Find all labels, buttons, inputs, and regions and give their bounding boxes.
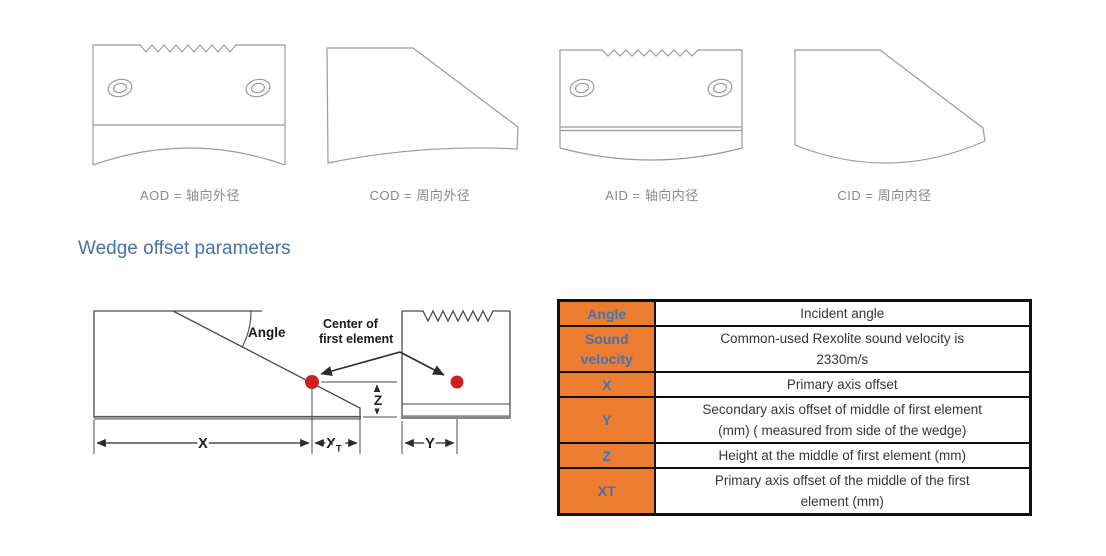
element-center-dot-front (450, 375, 464, 389)
param-name-cell: XT (557, 467, 656, 516)
table-row: X Primary axis offset (557, 371, 1032, 398)
dim-label-y: Y (425, 436, 435, 452)
param-desc-cell: Primary axis offset of the middle of the… (653, 467, 1032, 516)
wedge-cid-drawing (794, 49, 986, 164)
leader-arrow-right (399, 351, 445, 376)
screw-hole-icon (707, 78, 733, 98)
front-view-outline (401, 309, 511, 419)
wedge-aod-outline (92, 44, 286, 165)
wedge-offset-diagram: Angle Center of first element X XT Z Y (93, 309, 511, 458)
center-label-line2: first element (319, 332, 394, 346)
desc-line: Primary axis offset (786, 377, 898, 392)
wedge-aid-outline (559, 49, 743, 148)
wedge-figure-cod: COD = 周向外径 (320, 42, 520, 204)
wedge-aid-bottom-curve (559, 147, 743, 161)
dim-label-x: X (198, 436, 208, 452)
param-desc-cell: Common-used Rexolite sound velocity is 23… (653, 325, 1032, 373)
wedge-aid-midline (560, 126, 742, 132)
wedge-label-aod: AOD = 轴向外径 (140, 188, 240, 203)
param-name-cell: Z (557, 442, 656, 469)
side-view-outline (93, 310, 262, 418)
table-row: Angle Incident angle (557, 299, 1032, 327)
desc-line: Common-used Rexolite sound velocity is (720, 331, 965, 346)
wedge-cod-drawing (326, 47, 519, 164)
wedge-side-view (93, 310, 361, 418)
dim-label-xt: XT (326, 436, 342, 455)
wedge-cid-outline (794, 49, 986, 164)
dim-label-xt-sub: T (336, 444, 342, 455)
dimension-lines (96, 384, 455, 448)
param-name-cell: Y (557, 396, 656, 444)
dim-label-z: Z (374, 393, 382, 408)
wedge-aod-bottom-curve (92, 147, 286, 166)
dim-label-xt-main: X (326, 436, 336, 452)
leader-arrows (320, 351, 445, 377)
desc-line: 2330m/s (816, 352, 869, 367)
center-label-line1: Center of (323, 317, 379, 331)
leader-arrow-left (320, 351, 401, 377)
desc-line: element (mm) (800, 494, 884, 509)
desc-line: Height at the middle of first element (m… (718, 448, 967, 463)
screw-hole-icon (107, 78, 133, 98)
wedge-cod-outline (326, 47, 519, 164)
wedge-front-view (401, 309, 511, 419)
table-row: Sound velocity Common-used Rexolite soun… (557, 325, 1032, 373)
param-name-cell: Sound velocity (557, 325, 656, 373)
param-desc-cell: Height at the middle of first element (m… (653, 442, 1032, 469)
wedge-figure-aod: AOD = 轴向外径 (90, 42, 290, 204)
screw-hole-icon (569, 78, 595, 98)
parameter-table: Angle Incident angle Sound velocity Comm… (557, 299, 1032, 516)
wedge-label-cid: CID = 周向内径 (837, 188, 932, 203)
element-center-dot-side (305, 375, 319, 389)
desc-line: (mm) ( measured from side of the wedge) (718, 423, 967, 438)
table-row: Z Height at the middle of first element … (557, 442, 1032, 469)
wedge-label-cod: COD = 周向外径 (369, 188, 471, 203)
table-row: XT Primary axis offset of the middle of … (557, 467, 1032, 516)
extension-lines (93, 381, 458, 454)
table-row: Y Secondary axis offset of middle of fir… (557, 396, 1032, 444)
screw-hole-icon (245, 78, 271, 98)
angle-arc (241, 310, 252, 348)
param-name-cell: Angle (557, 299, 656, 327)
param-desc-cell: Primary axis offset (653, 371, 1032, 398)
param-name-cell: X (557, 371, 656, 398)
wedge-aod-drawing (92, 44, 286, 166)
angle-label: Angle (248, 325, 286, 340)
param-desc-cell: Secondary axis offset of middle of first… (653, 396, 1032, 444)
wedge-aid-drawing (559, 49, 743, 161)
param-desc-cell: Incident angle (653, 299, 1032, 327)
wedge-figure-cid: CID = 周向内径 (782, 42, 987, 204)
section-heading: Wedge offset parameters (78, 238, 291, 259)
wedge-label-aid: AID = 轴向内径 (605, 188, 699, 203)
desc-line: Incident angle (800, 306, 885, 321)
desc-line: Primary axis offset of the middle of the… (714, 473, 970, 488)
desc-line: Secondary axis offset of middle of first… (702, 402, 983, 417)
wedge-figure-aid: AID = 轴向内径 (552, 42, 752, 204)
